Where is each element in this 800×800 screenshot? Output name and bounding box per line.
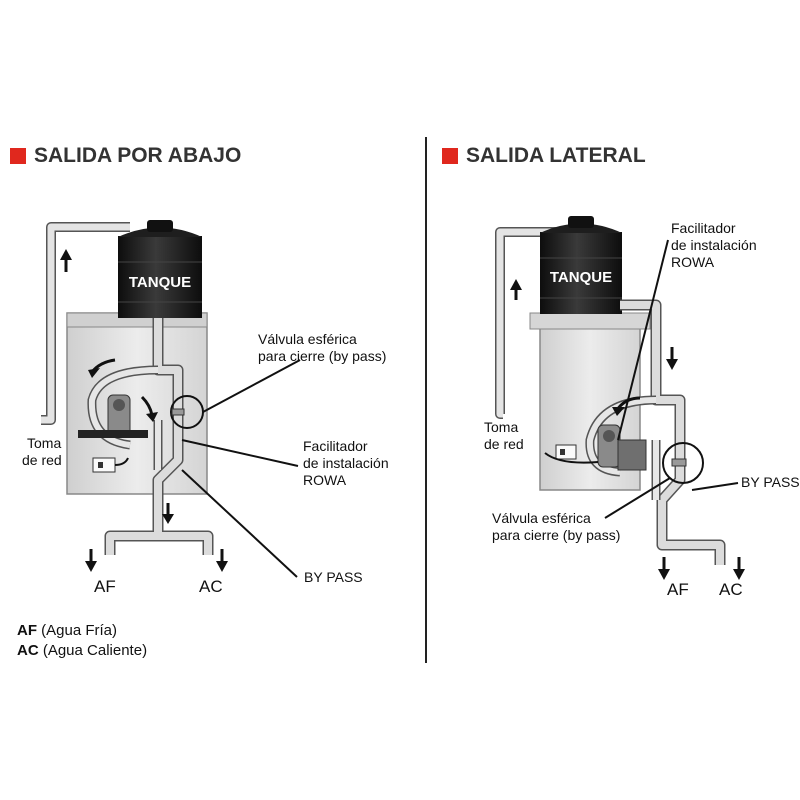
- right-pump: [597, 424, 647, 471]
- right-heading: SALIDA LATERAL: [466, 144, 646, 167]
- left-panel-title: SALIDA POR ABAJO: [10, 144, 241, 168]
- left-heading: SALIDA POR ABAJO: [34, 144, 242, 167]
- right-pipes: [585, 299, 726, 565]
- left-rowa-label-3: ROWA: [303, 472, 347, 488]
- left-rowa-label-2: de instalación: [303, 455, 389, 471]
- flow-arrow-head-icon: [146, 412, 158, 422]
- right-rowa-label-3: ROWA: [671, 254, 715, 270]
- right-tank-label: TANQUE: [550, 269, 612, 286]
- up-arrow-icon: [510, 279, 522, 300]
- red-square-icon: [442, 148, 458, 164]
- ac-down-arrow-icon: [216, 549, 228, 572]
- right-valve-label-2: para cierre (by pass): [492, 527, 620, 543]
- af-down-arrow-icon: [658, 557, 670, 580]
- right-valve-label-1: Válvula esférica: [492, 510, 591, 526]
- right-bypass-label: BY PASS: [741, 474, 800, 490]
- left-valve-label-2: para cierre (by pass): [258, 348, 386, 364]
- left-tank-label: TANQUE: [129, 274, 191, 291]
- left-ac-label: AC: [199, 577, 223, 596]
- flow-arrow-head-icon: [88, 368, 100, 378]
- left-diagram: TANQUE: [22, 220, 389, 596]
- af-down-arrow-icon: [85, 549, 97, 572]
- legend-ac: AC (Agua Caliente): [17, 641, 147, 661]
- legend-af-abbr: AF: [17, 622, 37, 639]
- legend-ac-text: (Agua Caliente): [38, 642, 148, 659]
- left-toma-label-2: de red: [22, 452, 62, 468]
- legend-ac-abbr: AC: [17, 642, 39, 659]
- right-ac-label: AC: [719, 580, 743, 599]
- right-diagram: TANQUE: [484, 216, 800, 599]
- legend: AF (Agua Fría) AC (Agua Caliente): [17, 621, 147, 661]
- panel-divider: [425, 137, 427, 663]
- flow-arrow-head-icon: [612, 407, 625, 416]
- down-arrow-icon: [666, 347, 678, 370]
- right-rowa-label-1: Facilitador: [671, 220, 736, 236]
- up-arrow-icon: [60, 249, 72, 272]
- right-toma-label-2: de red: [484, 436, 524, 452]
- left-toma-label-1: Toma: [27, 435, 61, 451]
- left-rowa-label-1: Facilitador: [303, 438, 368, 454]
- right-toma-label-1: Toma: [484, 419, 518, 435]
- right-panel-title: SALIDA LATERAL: [442, 144, 646, 168]
- right-tank: TANQUE: [540, 216, 622, 314]
- left-electric-outlet-icon: [92, 457, 129, 473]
- left-valve-label-1: Válvula esférica: [258, 331, 357, 347]
- down-arrow-icon: [162, 503, 174, 524]
- left-pump: [78, 394, 148, 438]
- legend-af: AF (Agua Fría): [17, 621, 147, 641]
- legend-af-text: (Agua Fría): [37, 622, 118, 639]
- left-tank: TANQUE: [118, 220, 202, 318]
- right-electric-outlet-icon: [544, 444, 599, 464]
- right-rowa-label-2: de instalación: [671, 237, 757, 253]
- right-af-label: AF: [667, 580, 689, 599]
- left-af-label: AF: [94, 577, 116, 596]
- right-valve-icon: [662, 442, 704, 484]
- ac-down-arrow-icon: [733, 557, 745, 580]
- left-bypass-label: BY PASS: [304, 569, 363, 585]
- red-square-icon: [10, 148, 26, 164]
